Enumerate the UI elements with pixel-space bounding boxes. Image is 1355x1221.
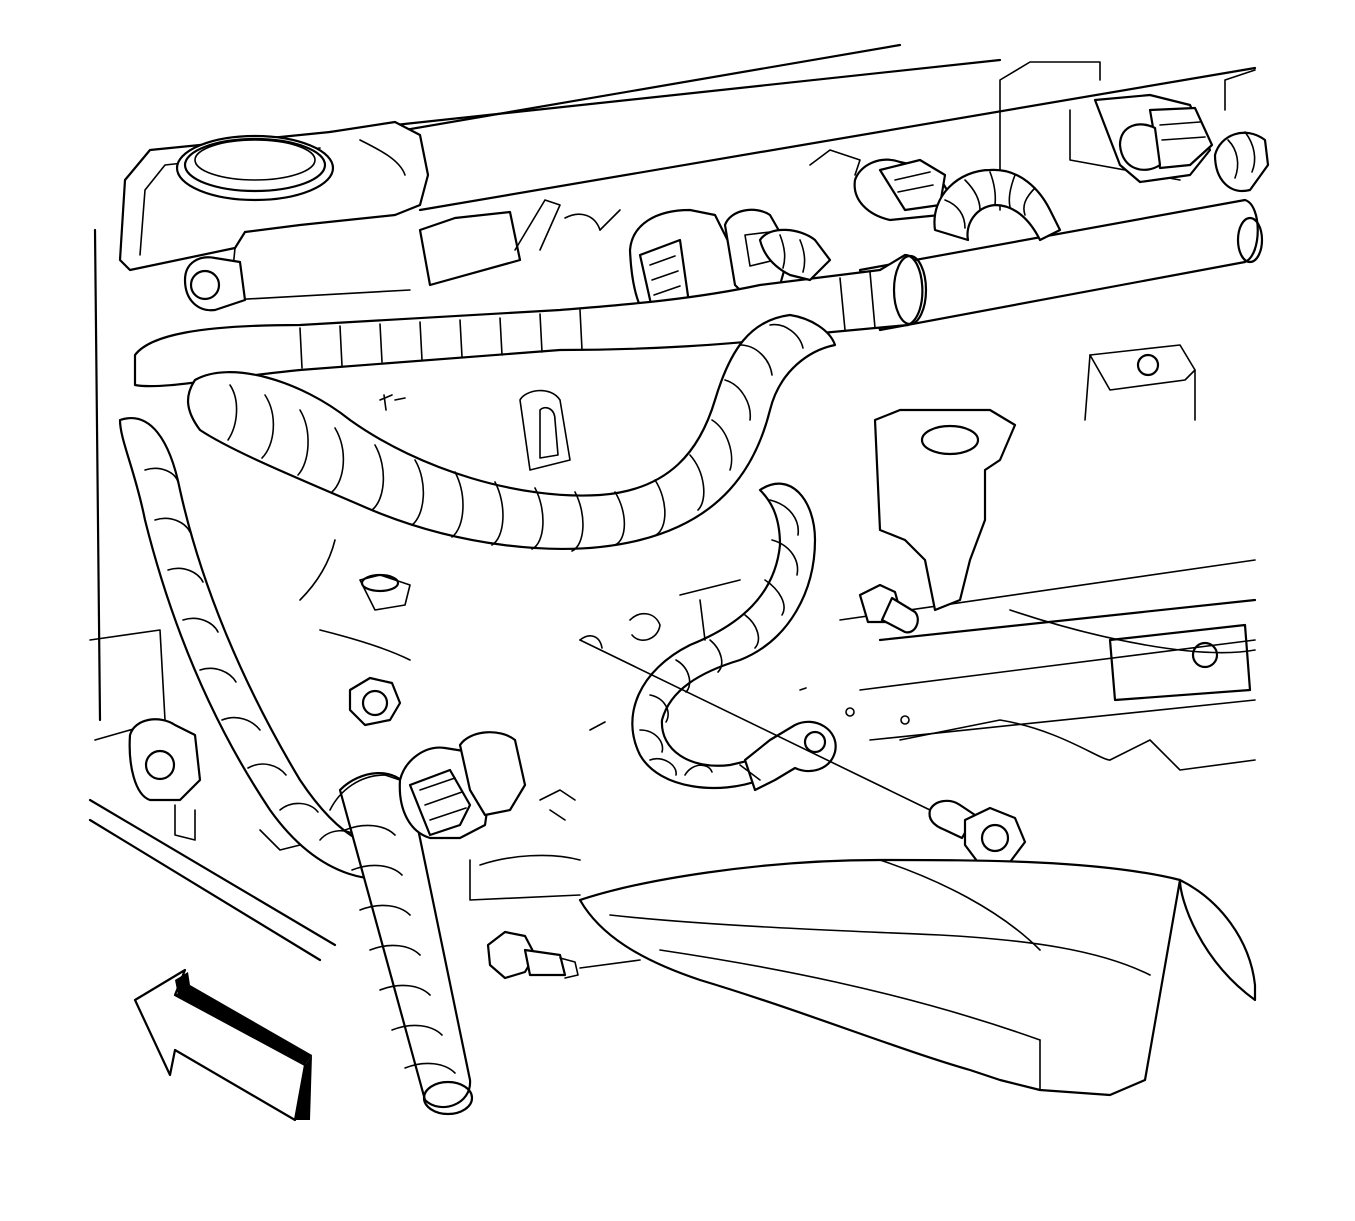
ground-bolt [579, 639, 1027, 867]
sensor-connector [329, 731, 576, 840]
exhaust-manifold-heat-shield [469, 719, 1257, 1097]
engine-brackets [89, 344, 1196, 851]
valve-cover-boss [183, 256, 247, 312]
fuel-rail [858, 198, 1264, 332]
harness-ground-eyelet [739, 720, 837, 792]
front-direction-arrow [133, 968, 312, 1122]
oxygen-sensor [486, 930, 641, 980]
engine-wiring-harness [118, 131, 1270, 1116]
bracket-bolt-left [348, 676, 402, 727]
detail-marks [379, 394, 910, 731]
oil-filler-cap [175, 134, 335, 202]
bracket-bolt-right [858, 583, 919, 634]
engine-block-outlines [88, 43, 1257, 962]
